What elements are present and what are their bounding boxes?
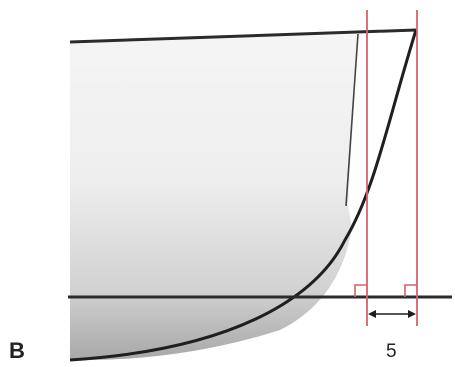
curved-outline — [69, 29, 418, 362]
shaded-region — [70, 34, 358, 361]
top-edge-line — [69, 28, 417, 44]
dimension-label: 5 — [386, 341, 397, 362]
inner-edge-line — [345, 33, 359, 207]
right-angle-marker-left — [354, 284, 367, 297]
right-angle-marker-right — [404, 284, 417, 297]
panel-letter: B — [9, 338, 25, 363]
dimension-arrowhead-left — [368, 310, 376, 318]
dimension-arrowhead-right — [408, 310, 416, 318]
